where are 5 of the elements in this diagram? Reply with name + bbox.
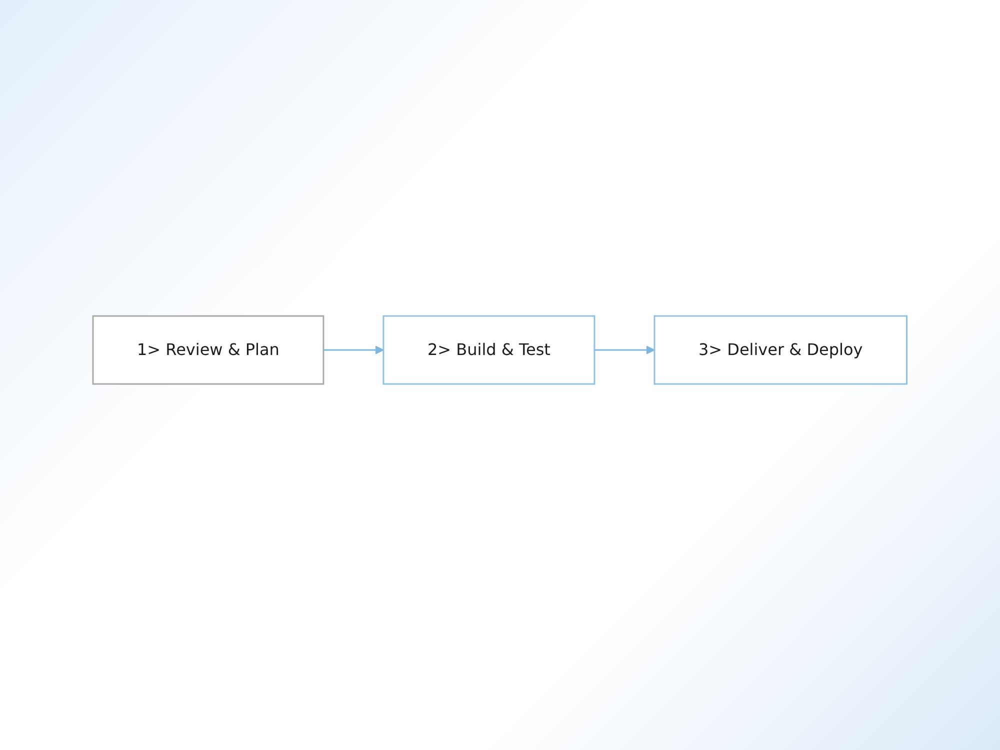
node-box: 2> Build & Test <box>382 315 596 385</box>
arrow <box>324 346 384 354</box>
node-box: 1> Review & Plan <box>92 315 324 385</box>
node-box: 3> Deliver & Deploy <box>654 315 908 385</box>
arrow <box>594 346 655 354</box>
